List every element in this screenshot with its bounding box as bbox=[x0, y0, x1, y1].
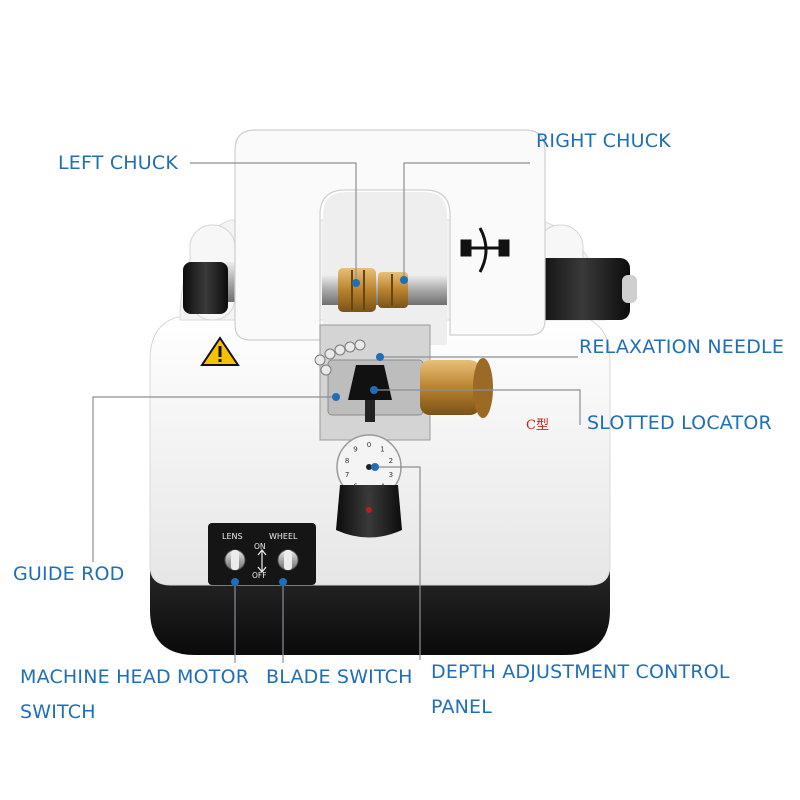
leader-depth-adjustment bbox=[375, 466, 421, 660]
dial-number: 4 bbox=[380, 483, 385, 491]
dial-number: 7 bbox=[345, 471, 349, 479]
dial-number: 9 bbox=[353, 445, 357, 453]
dial-number: 0 bbox=[367, 441, 371, 449]
left-knob bbox=[183, 262, 228, 314]
leader-left-chuck bbox=[190, 162, 357, 283]
bead-chain bbox=[314, 339, 366, 376]
label-slotted-locator: SLOTTED LOCATOR bbox=[587, 412, 772, 434]
label-machine-head-motor-switch: MACHINE HEAD MOTOR SWITCH bbox=[20, 666, 250, 723]
label-relaxation-needle: RELAXATION NEEDLE bbox=[579, 336, 785, 358]
leader-guide-rod bbox=[92, 396, 336, 562]
leader-dots bbox=[231, 276, 408, 586]
leader-lines bbox=[92, 162, 581, 663]
dial-number: 2 bbox=[389, 457, 393, 465]
label-right-chuck: RIGHT CHUCK bbox=[536, 130, 671, 152]
cutter-head bbox=[348, 365, 392, 400]
panel-off-label: OFF bbox=[252, 571, 267, 580]
label-blade-switch: BLADE SWITCH bbox=[266, 666, 413, 688]
brass-wheel bbox=[420, 360, 480, 415]
right-knob bbox=[535, 258, 630, 320]
panel-lens-label: LENS bbox=[222, 532, 243, 541]
dial-number: 6 bbox=[353, 483, 358, 491]
leader-slotted-locator bbox=[374, 389, 581, 425]
panel-on-label: ON bbox=[254, 542, 266, 551]
label-depth-adjustment-control-panel: DEPTH ADJUSTMENT CONTROL PANEL bbox=[431, 661, 730, 718]
depth-dial-numbers: 0 12 34 5 67 89 bbox=[345, 441, 393, 495]
dial-number: 1 bbox=[380, 445, 384, 453]
leader-right-chuck bbox=[403, 162, 530, 280]
label-left-chuck: LEFT CHUCK bbox=[58, 152, 179, 174]
dial-number: 5 bbox=[367, 487, 371, 495]
axis-symbol bbox=[460, 227, 510, 273]
label-guide-rod: GUIDE ROD bbox=[13, 563, 125, 585]
dial-number: 3 bbox=[389, 471, 393, 479]
right-knob-cap bbox=[622, 275, 637, 303]
model-badge: C型 bbox=[526, 418, 549, 433]
machine-head bbox=[234, 129, 546, 341]
dial-number: 8 bbox=[345, 457, 349, 465]
left-chuck-body bbox=[338, 268, 376, 312]
panel-wheel-label: WHEEL bbox=[269, 532, 298, 541]
